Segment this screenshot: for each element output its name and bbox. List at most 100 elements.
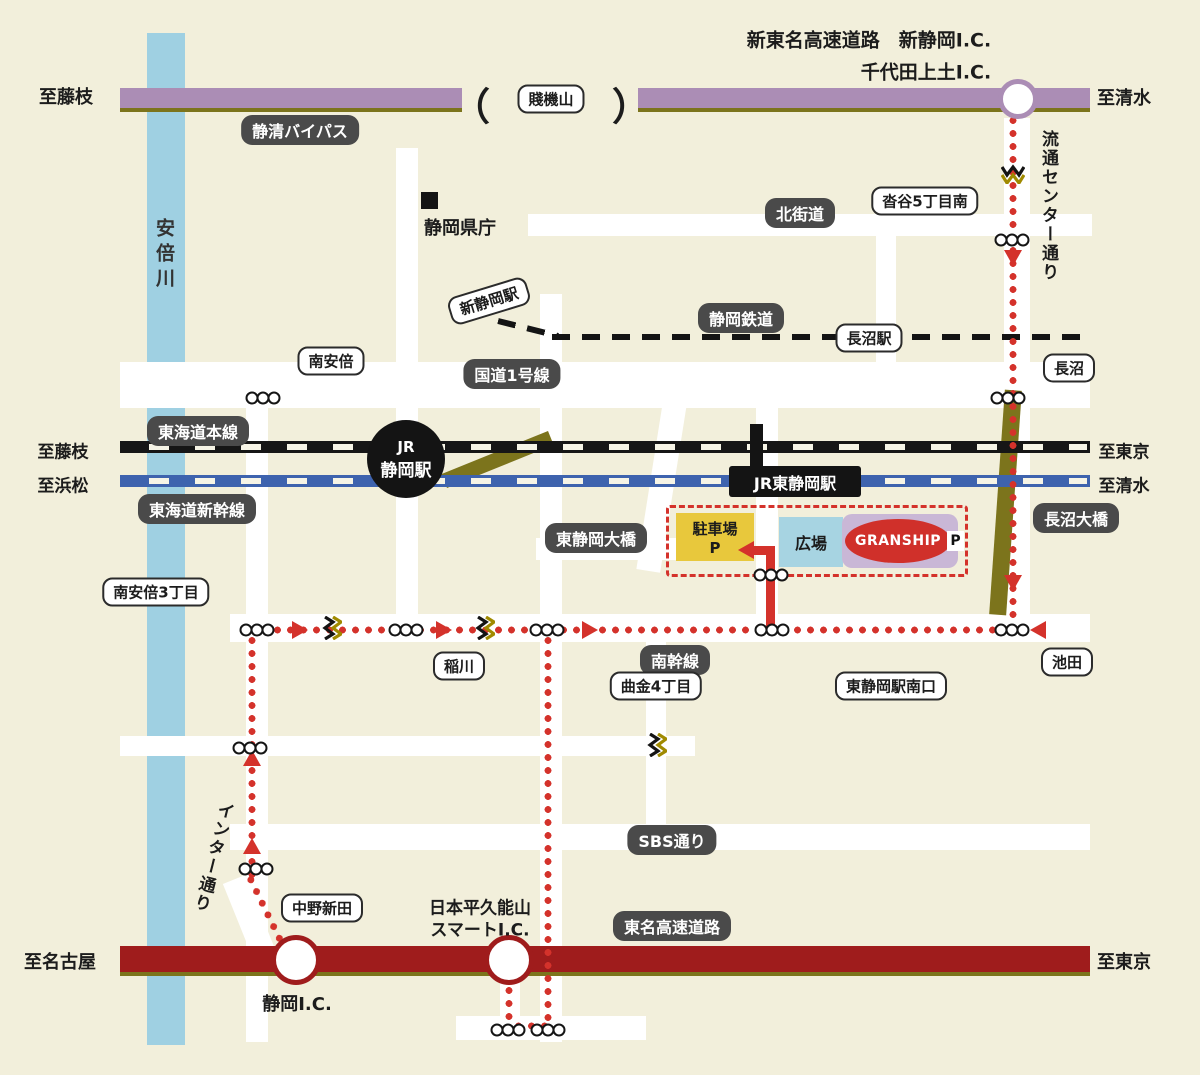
jr-shizuoka-station: JR 静岡駅 bbox=[367, 420, 445, 498]
route-parking-horizontal bbox=[748, 546, 772, 555]
seishin-bypass-left bbox=[120, 88, 462, 108]
arrow-east-2 bbox=[436, 621, 452, 639]
arrow-into-parking bbox=[738, 541, 754, 559]
tokaido-main-line bbox=[120, 441, 1090, 453]
kencho-square-icon bbox=[421, 192, 438, 209]
label-to-hamamatsu: 至浜松 bbox=[37, 476, 89, 497]
road-middle bbox=[120, 736, 695, 756]
badge-minami-abe: 南安倍 bbox=[297, 346, 365, 376]
seishin-bypass-right bbox=[638, 88, 1090, 108]
traffic-signal-icon bbox=[245, 391, 281, 405]
arrow-east-3 bbox=[582, 621, 598, 639]
badge-naganuma-ohashi: 長沼大橋 bbox=[1032, 503, 1120, 533]
granship-building: GRANSHIP bbox=[845, 519, 951, 563]
traffic-signal-icon bbox=[388, 623, 424, 637]
route-smart-ic-north bbox=[544, 634, 552, 1024]
badge-ikeda: 池田 bbox=[1040, 647, 1094, 677]
badge-shizuoka-railway: 静岡鉄道 bbox=[697, 303, 785, 333]
label-to-tokyo-rail: 至東京 bbox=[1098, 442, 1150, 463]
plaza-label: 広場 bbox=[794, 534, 827, 553]
tokaido-shinkansen-line bbox=[120, 475, 1090, 487]
railroad-crossing-icon bbox=[645, 732, 669, 758]
arrow-north-2 bbox=[243, 838, 261, 854]
abe-river bbox=[147, 33, 185, 1045]
higashi-shizuoka-platform-mark bbox=[750, 424, 763, 470]
label-to-tokyo-bottom: 至東京 bbox=[1097, 952, 1151, 973]
label-to-shimizu-top: 至清水 bbox=[1097, 88, 1151, 109]
badge-magarikane-4: 曲金4丁目 bbox=[609, 671, 703, 701]
traffic-signal-icon bbox=[232, 741, 268, 755]
label-to-nagoya: 至名古屋 bbox=[24, 952, 96, 973]
badge-shinkansen: 東海道新幹線 bbox=[137, 494, 257, 524]
plaza-area: 広場 bbox=[779, 517, 843, 567]
traffic-signal-icon bbox=[990, 391, 1026, 405]
label-shin-tomei-ic: 新東名高速道路 新静岡I.C. bbox=[746, 29, 992, 52]
jr-shizuoka-line1: JR bbox=[397, 437, 415, 456]
traffic-signal-icon bbox=[754, 623, 790, 637]
shizuoka-ic-circle bbox=[271, 935, 321, 985]
badge-tomei-expressway: 東名高速道路 bbox=[612, 911, 732, 941]
label-ryutsu-center-dori: 流通センター通り bbox=[1038, 130, 1058, 282]
label-to-shimizu-rail: 至清水 bbox=[1098, 476, 1150, 497]
traffic-signal-icon bbox=[490, 1023, 526, 1037]
badge-tokaido-line: 東海道本線 bbox=[146, 416, 250, 446]
arrow-east-1 bbox=[292, 621, 308, 639]
granship-site-boundary bbox=[666, 505, 968, 577]
badge-naganuma-station: 長沼駅 bbox=[835, 323, 903, 353]
traffic-signal-icon bbox=[753, 568, 789, 582]
arrow-south-naganuma bbox=[1004, 575, 1022, 591]
road-route1 bbox=[120, 362, 1090, 408]
railroad-crossing-icon bbox=[320, 615, 344, 641]
road-break-mark-right: ） bbox=[612, 85, 651, 129]
jr-higashi-shizuoka-station: JR東静岡駅 bbox=[729, 466, 861, 497]
jr-shizuoka-line2: 静岡駅 bbox=[380, 460, 432, 481]
tomei-expressway bbox=[120, 946, 1090, 972]
railroad-crossing-icon bbox=[1000, 162, 1026, 186]
badge-minami-abe-3: 南安倍3丁目 bbox=[102, 577, 210, 607]
traffic-signal-icon bbox=[530, 1023, 566, 1037]
traffic-signal-icon bbox=[994, 233, 1030, 247]
traffic-signal-icon bbox=[994, 623, 1030, 637]
parking-p-icon: P bbox=[709, 538, 721, 557]
badge-route1: 国道1号線 bbox=[463, 359, 561, 389]
traffic-signal-icon bbox=[529, 623, 565, 637]
badge-shin-shizuoka-station: 新静岡駅 bbox=[445, 275, 533, 327]
badge-nakano-shinden: 中野新田 bbox=[280, 893, 364, 923]
badge-naganuma: 長沼 bbox=[1042, 353, 1096, 383]
label-to-fujieda-top: 至藤枝 bbox=[39, 87, 93, 108]
label-to-fujieda-rail: 至藤枝 bbox=[37, 442, 89, 463]
traffic-signal-icon bbox=[238, 862, 274, 876]
bypass-underline-left bbox=[120, 107, 462, 112]
road-break-mark-left: （ bbox=[452, 85, 491, 129]
traffic-signal-icon bbox=[239, 623, 275, 637]
badge-higashi-shizuoka-ohashi: 東静岡大橋 bbox=[544, 523, 648, 553]
label-chiyoda-kamito-ic: 千代田上土I.C. bbox=[860, 61, 992, 84]
route-nankansen bbox=[258, 626, 1010, 634]
badge-sbs-dori: SBS通り bbox=[627, 825, 717, 855]
arrow-south-from-ic bbox=[1004, 250, 1022, 266]
route-ryutsu-center bbox=[1009, 114, 1017, 624]
shizuoka-railway-line bbox=[552, 334, 1090, 340]
parking-label: 駐車場 bbox=[692, 519, 738, 538]
badge-nankansen: 南幹線 bbox=[639, 645, 711, 675]
badge-seishin-bypass: 静清バイパス bbox=[241, 115, 359, 145]
bypass-underline-right bbox=[638, 107, 1090, 112]
chiyoda-kamito-ic-circle bbox=[998, 79, 1038, 119]
tomei-underline bbox=[120, 971, 1090, 976]
granship-p-icon: P bbox=[947, 531, 964, 551]
label-nihondaira-line1: 日本平久能山 bbox=[429, 898, 531, 919]
label-nihondaira-line2: スマートI.C. bbox=[430, 920, 530, 941]
label-abekawa: 安倍川 bbox=[153, 218, 175, 293]
road-vertical-kencho bbox=[396, 148, 418, 642]
route-smart-ic-stub bbox=[505, 984, 513, 1026]
arrow-west-from-ikeda bbox=[1030, 621, 1046, 639]
label-shizuoka-kencho: 静岡県庁 bbox=[424, 218, 496, 239]
route-parking-vertical bbox=[766, 546, 775, 630]
badge-shizuhatayama: 賤機山 bbox=[517, 84, 585, 114]
badge-kitakaido: 北街道 bbox=[764, 198, 836, 228]
smart-ic-circle bbox=[484, 935, 534, 985]
label-shizuoka-ic: 静岡I.C. bbox=[262, 994, 332, 1015]
badge-inagawa: 稲川 bbox=[432, 651, 486, 681]
granship-label: GRANSHIP bbox=[854, 533, 942, 549]
